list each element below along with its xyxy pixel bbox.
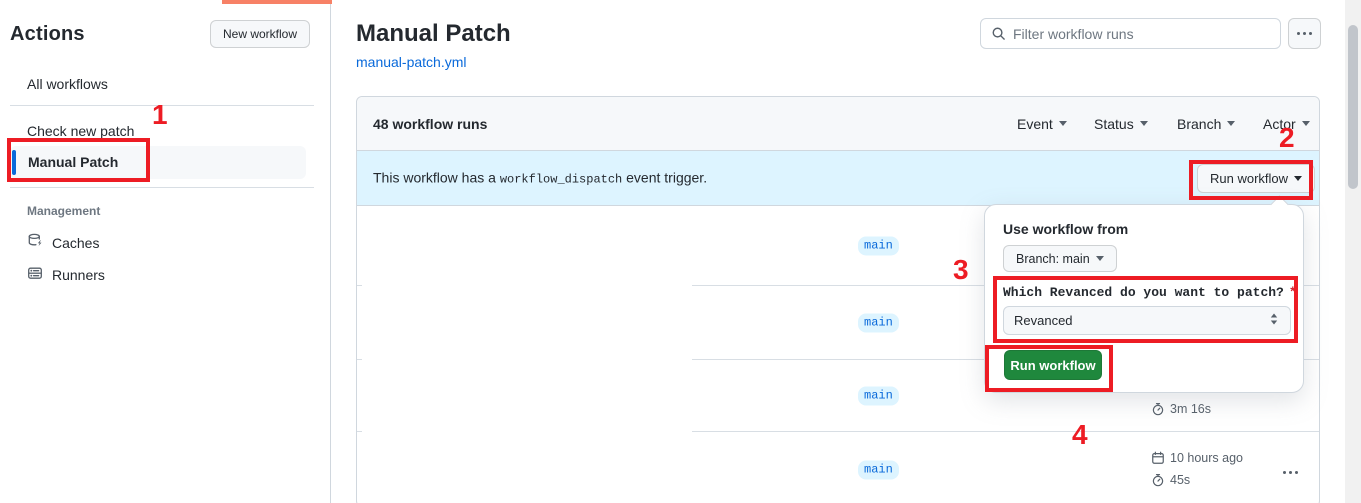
- sidebar-item-caches[interactable]: Caches: [27, 233, 99, 252]
- management-section-label: Management: [27, 204, 101, 218]
- sidebar-item-label: Caches: [52, 234, 100, 251]
- banner-text-after: event trigger.: [626, 169, 708, 186]
- filter-label: Status: [1094, 115, 1134, 132]
- branch-selector-button[interactable]: Branch: main: [1003, 245, 1117, 272]
- revanced-select[interactable]: Revanced: [1003, 306, 1291, 335]
- workflow-file-link[interactable]: manual-patch.yml: [356, 54, 467, 70]
- up-down-chevrons-icon: [1268, 312, 1280, 329]
- filter-label: Actor: [1263, 115, 1296, 132]
- sidebar-item-label: Runners: [52, 266, 105, 283]
- filter-label: Event: [1017, 115, 1053, 132]
- scrollbar-track[interactable]: [1345, 0, 1361, 503]
- workflow-run-row[interactable]: main: [357, 206, 1319, 286]
- workflow-run-row[interactable]: main 3m 16s: [357, 360, 1319, 432]
- search-icon: [991, 26, 1006, 41]
- branch-badge[interactable]: main: [858, 386, 899, 405]
- sidebar-item-runners[interactable]: Runners: [27, 265, 105, 284]
- annotation-number-1: 1: [152, 99, 168, 130]
- run-workflow-label: Run workflow: [1210, 171, 1289, 186]
- run-workflow-panel: Use workflow from Branch: main Which Rev…: [984, 195, 1304, 393]
- branch-badge[interactable]: main: [858, 313, 899, 332]
- workflow-runs-count: 48 workflow runs: [373, 115, 488, 132]
- filter-status[interactable]: Status: [1094, 116, 1148, 132]
- sidebar-item-label: Manual Patch: [28, 154, 119, 170]
- required-marker: *: [1288, 285, 1297, 300]
- run-workflow-submit-button[interactable]: Run workflow: [1004, 350, 1102, 380]
- search-box: [980, 18, 1281, 49]
- search-input[interactable]: [1013, 25, 1270, 42]
- date-text: 10 hours ago: [1170, 451, 1243, 465]
- runners-icon: [27, 265, 43, 284]
- filter-actor[interactable]: Actor: [1263, 116, 1310, 132]
- runs-table-header: 48 workflow runs Event Status Branch Act…: [357, 97, 1319, 151]
- filter-event[interactable]: Event: [1017, 116, 1067, 132]
- branch-badge[interactable]: main: [858, 236, 899, 255]
- new-workflow-button[interactable]: New workflow: [209, 20, 310, 48]
- workflow-options-button[interactable]: [1288, 18, 1321, 49]
- kebab-icon: [1283, 471, 1298, 474]
- actions-sidebar: Actions New workflow All workflows Check…: [0, 0, 332, 503]
- input-label-text: Which Revanced do you want to patch?: [1003, 285, 1284, 300]
- workflow-run-row[interactable]: main 10 hours ago 45s: [357, 432, 1319, 503]
- calendar-icon: [1152, 451, 1164, 464]
- divider: [10, 187, 314, 188]
- divider: [10, 105, 314, 106]
- workflow-dispatch-banner: This workflow has a workflow_dispatch ev…: [357, 151, 1319, 206]
- chevron-down-icon: [1301, 121, 1310, 126]
- kebab-icon: [1297, 32, 1312, 35]
- sidebar-item-check-new-patch[interactable]: Check new patch: [27, 123, 135, 139]
- cache-icon: [27, 233, 43, 252]
- workflow-run-row[interactable]: main: [357, 286, 1319, 360]
- banner-code: workflow_dispatch: [499, 172, 623, 187]
- branch-selector-label: Branch: main: [1016, 251, 1090, 266]
- scrollbar-thumb[interactable]: [1348, 25, 1358, 189]
- chevron-down-icon: [1139, 121, 1148, 126]
- chevron-down-icon: [1294, 176, 1303, 181]
- sidebar-title: Actions: [10, 22, 85, 45]
- run-workflow-dropdown-button[interactable]: Run workflow: [1197, 164, 1316, 193]
- banner-text-before: This workflow has a: [373, 169, 496, 186]
- run-options-button[interactable]: [1279, 457, 1302, 481]
- branch-badge[interactable]: main: [858, 460, 899, 480]
- annotation-number-2: 2: [1279, 122, 1295, 153]
- sidebar-header: Actions New workflow: [10, 20, 310, 48]
- workflow-title: Manual Patch: [356, 20, 511, 47]
- actions-tab-indicator: [222, 0, 332, 4]
- stopwatch-icon: [1152, 402, 1164, 416]
- run-date: 10 hours ago: [1151, 451, 1243, 465]
- stopwatch-icon: [1152, 473, 1164, 487]
- use-workflow-from-heading: Use workflow from: [1003, 221, 1129, 237]
- selected-accent-bar: [12, 150, 16, 175]
- filter-label: Branch: [1177, 115, 1222, 132]
- banner-text: This workflow has a workflow_dispatch ev…: [373, 170, 707, 187]
- filter-branch[interactable]: Branch: [1177, 115, 1236, 132]
- run-duration: 45s: [1151, 473, 1190, 487]
- select-value: Revanced: [1014, 313, 1073, 328]
- redacted-area: [362, 207, 692, 503]
- chevron-down-icon: [1095, 256, 1104, 261]
- chevron-down-icon: [1227, 121, 1236, 126]
- annotation-number-4: 4: [1072, 419, 1088, 450]
- sidebar-item-all-workflows[interactable]: All workflows: [27, 76, 108, 92]
- annotation-number-3: 3: [953, 254, 969, 285]
- workflow-input-label: Which Revanced do you want to patch? *: [1003, 285, 1297, 300]
- sidebar-item-manual-patch[interactable]: Manual Patch: [10, 146, 306, 179]
- duration-text: 45s: [1170, 473, 1191, 487]
- duration-text: 3m 16s: [1170, 402, 1211, 416]
- run-duration: 3m 16s: [1151, 402, 1211, 416]
- chevron-down-icon: [1058, 121, 1067, 126]
